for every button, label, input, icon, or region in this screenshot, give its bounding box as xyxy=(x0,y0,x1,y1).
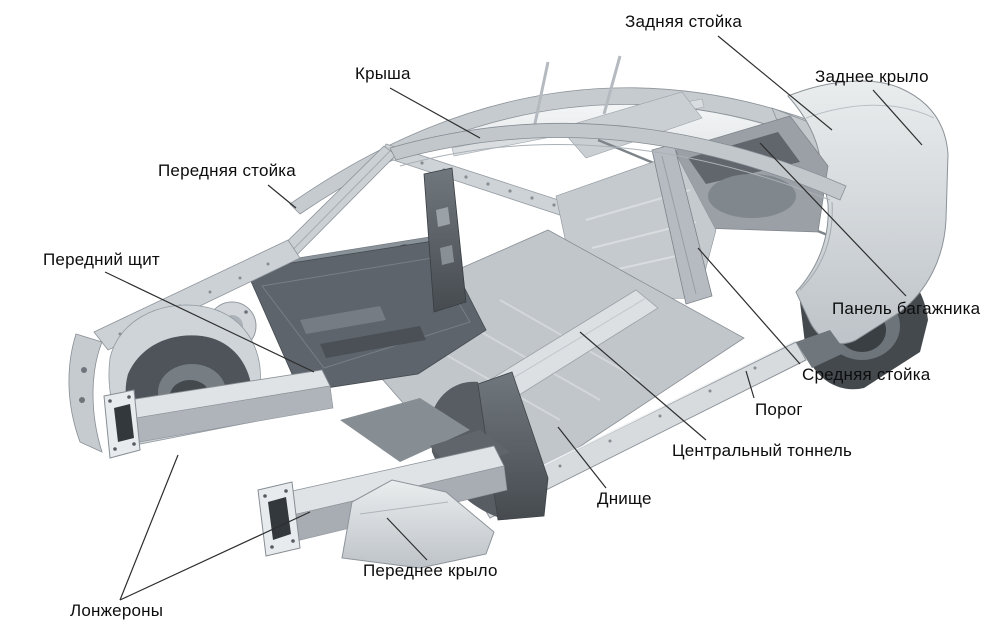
label-zadnee-krylo: Заднее крыло xyxy=(815,67,929,86)
label-krysha: Крыша xyxy=(355,64,411,83)
leader-line-lonzherony xyxy=(119,511,311,601)
label-zadnyaya-stoyka: Задняя стойка xyxy=(625,12,743,31)
label-porog: Порог xyxy=(755,400,803,419)
label-tsentralnyy-tonnel: Центральный тоннель xyxy=(672,441,853,460)
leader-line-peredniy-shchit xyxy=(104,271,315,373)
leader-line-perednyaya-stoyka xyxy=(267,184,297,209)
leader-line-srednyaya-stoyka xyxy=(697,247,801,365)
leader-line-lonzherony xyxy=(119,454,179,601)
label-perednyaya-stoyka: Передняя стойка xyxy=(158,161,296,180)
label-panel-bagazhnika: Панель багажника xyxy=(832,299,981,318)
leader-line-porog xyxy=(745,370,755,399)
leader-line-zadnyaya-stoyka xyxy=(717,35,833,131)
label-dnishche: Днище xyxy=(597,489,652,508)
label-perednee-krylo: Переднее крыло xyxy=(363,561,498,580)
leader-line-zadnee-krylo xyxy=(872,89,923,146)
leader-line-dnishche xyxy=(557,426,607,489)
label-srednyaya-stoyka: Средняя стойка xyxy=(802,365,931,384)
leader-line-perednee-krylo xyxy=(386,517,428,561)
leader-line-panel-bagazhnika xyxy=(759,142,907,297)
label-peredniy-shchit: Передний щит xyxy=(43,250,160,269)
leader-line-tsentralnyy-tonnel xyxy=(579,331,707,441)
label-lonzherony: Лонжероны xyxy=(70,601,164,620)
leader-line-krysha xyxy=(389,87,481,139)
